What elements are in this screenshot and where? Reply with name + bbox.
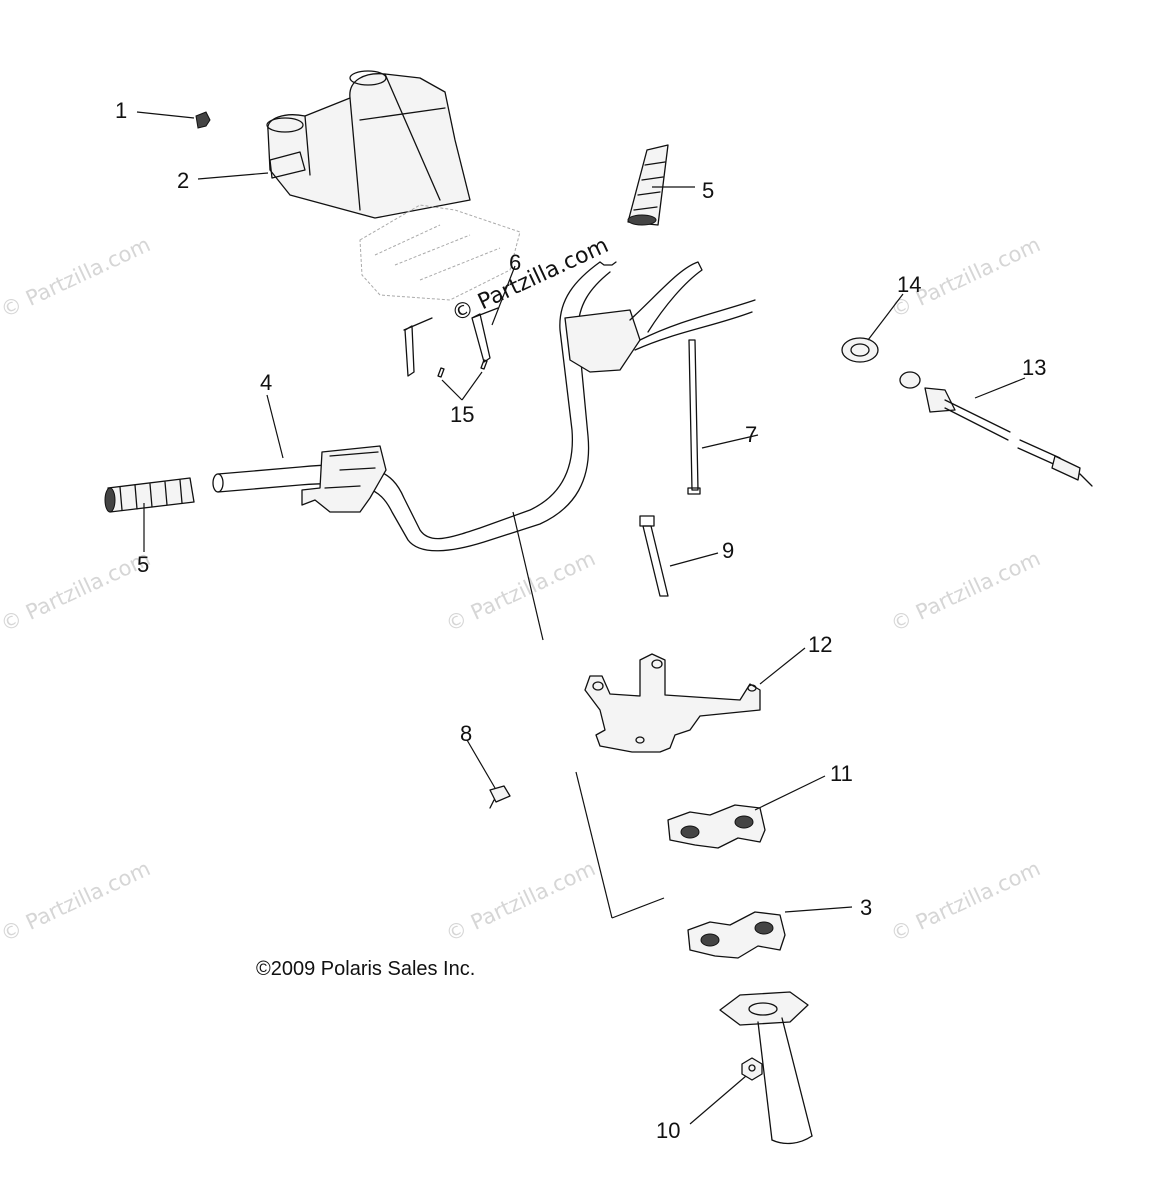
part-10-nut [741,1057,763,1081]
part-5-grip-left [104,477,195,513]
callout-2: 2 [177,168,189,193]
part-5-grip-right [627,144,669,226]
callout-13: 13 [1022,355,1046,380]
callout-9: 9 [722,538,734,563]
watermarks: © Partzilla.com © Partzilla.com © Partzi… [0,0,1079,947]
callouts: 1 2 5 6 4 5 15 7 9 14 13 12 8 11 3 10 [115,98,1046,1143]
ghost-gauge [359,204,521,301]
leader-lines [136,111,1026,1125]
callout-14: 14 [897,272,921,297]
callout-1: 1 [115,98,127,123]
watermark: © Partzilla.com [0,546,154,636]
part-14-cap [841,337,879,363]
watermark: © Partzilla.com [922,0,1079,7]
part-4-handlebar [212,261,756,552]
watermark: © Partzilla.com [448,233,612,327]
part-6-brackets [403,307,499,377]
copyright-notice: ©2009 Polaris Sales Inc. [256,958,475,980]
watermark: © Partzilla.com [0,856,154,946]
callout-12: 12 [808,632,832,657]
part-12-bracket [584,653,761,753]
part-13-cable [899,371,1093,487]
callout-8: 8 [460,721,472,746]
steering-post [719,991,813,1145]
part-8-bolt [489,785,511,809]
part-15-pins [437,359,488,378]
part-1-screw [195,111,211,129]
callout-7: 7 [745,422,757,447]
callout-5-left: 5 [137,552,149,577]
callout-10: 10 [656,1118,680,1143]
callout-11: 11 [830,761,853,786]
part-9-bolt [639,515,669,597]
watermark: © Partzilla.com [0,232,154,322]
part-7-bolt [687,339,701,495]
watermark: © Partzilla.com [32,0,189,7]
watermark: © Partzilla.com [887,856,1044,946]
callout-3: 3 [860,895,872,920]
callout-4: 4 [260,370,272,395]
watermark: © Partzilla.com [887,546,1044,636]
callout-5-right: 5 [702,178,714,203]
watermark: © Partzilla.com [442,856,599,946]
part-11-clamp [667,804,766,849]
watermark: © Partzilla.com [442,546,599,636]
part-2-instrument-pod [266,70,471,219]
callout-6: 6 [509,250,521,275]
callout-15: 15 [450,402,474,427]
part-3-clamp [687,911,786,959]
